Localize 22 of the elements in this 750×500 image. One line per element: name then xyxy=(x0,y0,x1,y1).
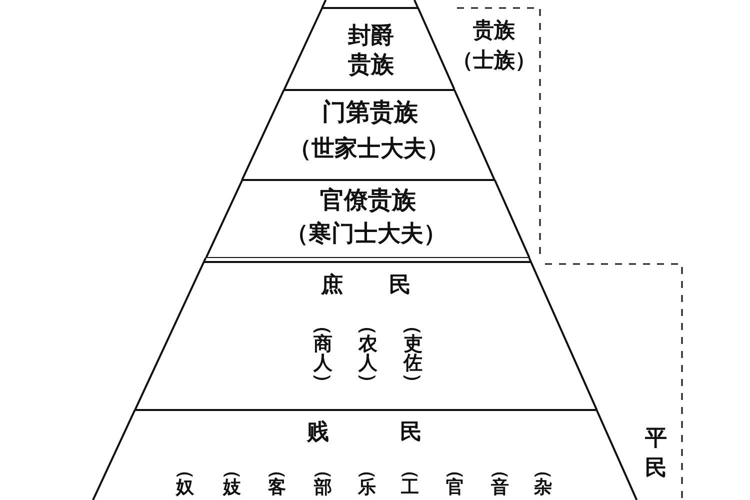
tier-title: 贱民 xyxy=(306,421,422,446)
tier-title: 门第贵族 xyxy=(322,99,418,126)
tier-subtitle: （寒门士大夫） xyxy=(286,222,446,248)
vertical-label: （工 xyxy=(400,461,419,497)
vertical-label: （杂 xyxy=(534,461,552,497)
tier-title: 封爵贵族 xyxy=(346,22,395,80)
bracket-label: （士族） xyxy=(452,49,536,72)
bracket-label: 贵族 xyxy=(473,19,515,42)
vertical-label: （奴 xyxy=(176,461,194,497)
vertical-label: （吏佐） xyxy=(403,316,422,392)
tier-subtitle: （世家士大夫） xyxy=(288,137,450,162)
vertical-label: （乐 xyxy=(358,461,376,497)
vertical-label: （妓 xyxy=(222,461,241,497)
bracket-label: 平民 xyxy=(645,425,667,483)
vertical-label: （部 xyxy=(314,461,332,497)
vertical-label: （商人） xyxy=(313,316,332,392)
vertical-label: （客 xyxy=(268,461,286,497)
vertical-label: （音 xyxy=(490,461,509,497)
tier-title: 庶民 xyxy=(320,274,411,298)
tier-title: 官僚贵族 xyxy=(320,187,416,214)
vertical-label: （官 xyxy=(446,461,464,497)
vertical-label: （农人） xyxy=(358,316,378,392)
